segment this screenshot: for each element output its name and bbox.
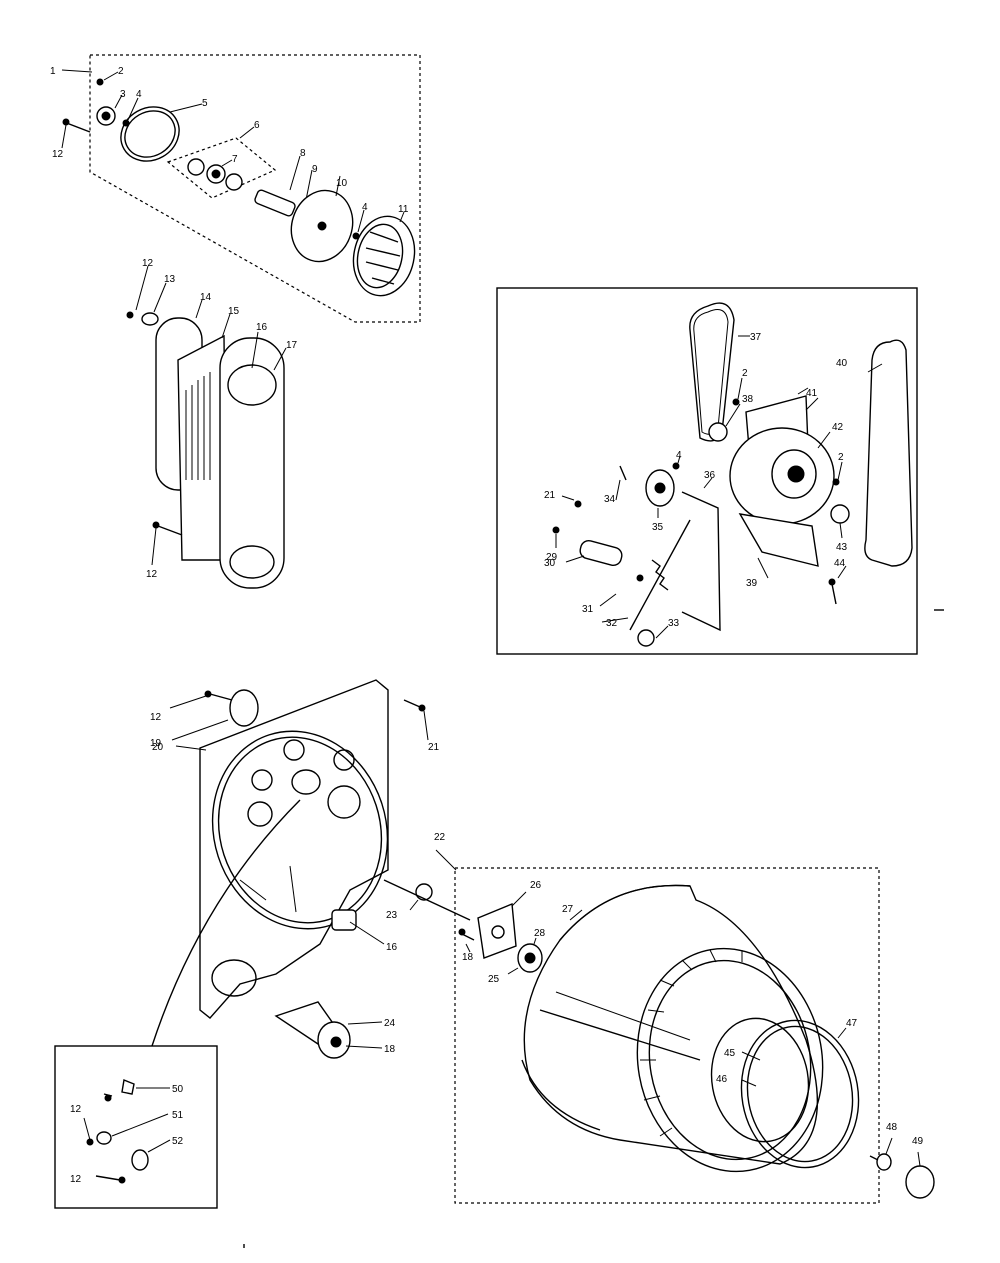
- callout-48: 48: [886, 1122, 898, 1133]
- callout-9: 9: [312, 164, 318, 175]
- bulkhead-group: [151, 679, 471, 1059]
- callout-30: 30: [544, 558, 556, 569]
- callout-37: 37: [750, 332, 762, 343]
- callout-labels: 1 2 3 4 5 12 6 7 8 9 10 4 11 12 13 14 15…: [50, 66, 924, 1185]
- callout-1: 1: [50, 66, 56, 77]
- callout-26: 26: [530, 880, 542, 891]
- callout-2: 2: [118, 66, 124, 77]
- callout-12e: 12: [70, 1104, 82, 1115]
- callout-43: 43: [836, 542, 848, 553]
- callout-12: 12: [52, 149, 64, 160]
- callout-12c: 12: [146, 569, 158, 580]
- callout-29: 29: [546, 552, 558, 563]
- callout-32: 32: [606, 618, 618, 629]
- callout-45: 45: [724, 1048, 736, 1059]
- callout-21b: 21: [428, 742, 440, 753]
- callout-36: 36: [704, 470, 716, 481]
- callout-16: 16: [256, 322, 268, 333]
- callout-22: 22: [434, 832, 446, 843]
- motor-assembly-group: [496, 287, 944, 655]
- callout-15: 15: [228, 306, 240, 317]
- callout-24: 24: [384, 1018, 396, 1029]
- callout-42: 42: [832, 422, 844, 433]
- callout-33: 33: [668, 618, 680, 629]
- callout-7: 7: [232, 154, 238, 165]
- callout-14: 14: [200, 292, 212, 303]
- callout-12f: 12: [70, 1174, 82, 1185]
- callout-4c: 4: [676, 450, 682, 461]
- callout-21: 21: [544, 490, 556, 501]
- callout-49: 49: [912, 1136, 924, 1147]
- callout-50: 50: [172, 1084, 184, 1095]
- callout-40: 40: [836, 358, 848, 369]
- callout-2b: 2: [742, 368, 748, 379]
- callout-38: 38: [742, 394, 754, 405]
- callout-31: 31: [582, 604, 594, 615]
- callout-12b: 12: [142, 258, 154, 269]
- callout-13: 13: [164, 274, 176, 285]
- callout-28: 28: [534, 928, 546, 939]
- callout-12d: 12: [150, 712, 162, 723]
- callout-6: 6: [254, 120, 260, 131]
- callout-51: 51: [172, 1110, 184, 1121]
- callout-19: 19: [150, 738, 162, 749]
- callout-39: 39: [746, 578, 758, 589]
- callout-11: 11: [398, 204, 409, 215]
- inset-detail-group: [54, 1045, 218, 1209]
- callout-52: 52: [172, 1136, 184, 1147]
- callout-4: 4: [136, 89, 142, 100]
- callout-3: 3: [120, 89, 126, 100]
- duct-assembly-group: [126, 265, 287, 589]
- callout-17: 17: [286, 340, 298, 351]
- callout-18b: 18: [462, 952, 474, 963]
- callout-4b: 4: [362, 202, 368, 213]
- callout-23: 23: [386, 910, 398, 921]
- blower-assembly-group: [61, 54, 421, 323]
- callout-5: 5: [202, 98, 208, 109]
- callout-27: 27: [562, 904, 574, 915]
- callout-34: 34: [604, 494, 616, 505]
- callout-8: 8: [300, 148, 306, 159]
- callout-18: 18: [384, 1044, 396, 1055]
- callout-44: 44: [834, 558, 846, 569]
- callout-46: 46: [716, 1074, 728, 1085]
- callout-16b: 16: [386, 942, 398, 953]
- callout-47: 47: [846, 1018, 858, 1029]
- drum-assembly-group: [435, 849, 935, 1204]
- callout-2c: 2: [838, 452, 844, 463]
- callout-35: 35: [652, 522, 664, 533]
- callout-10: 10: [336, 178, 348, 189]
- callout-25: 25: [488, 974, 500, 985]
- callout-20: 20: [152, 742, 164, 753]
- callout-41: 41: [806, 388, 818, 399]
